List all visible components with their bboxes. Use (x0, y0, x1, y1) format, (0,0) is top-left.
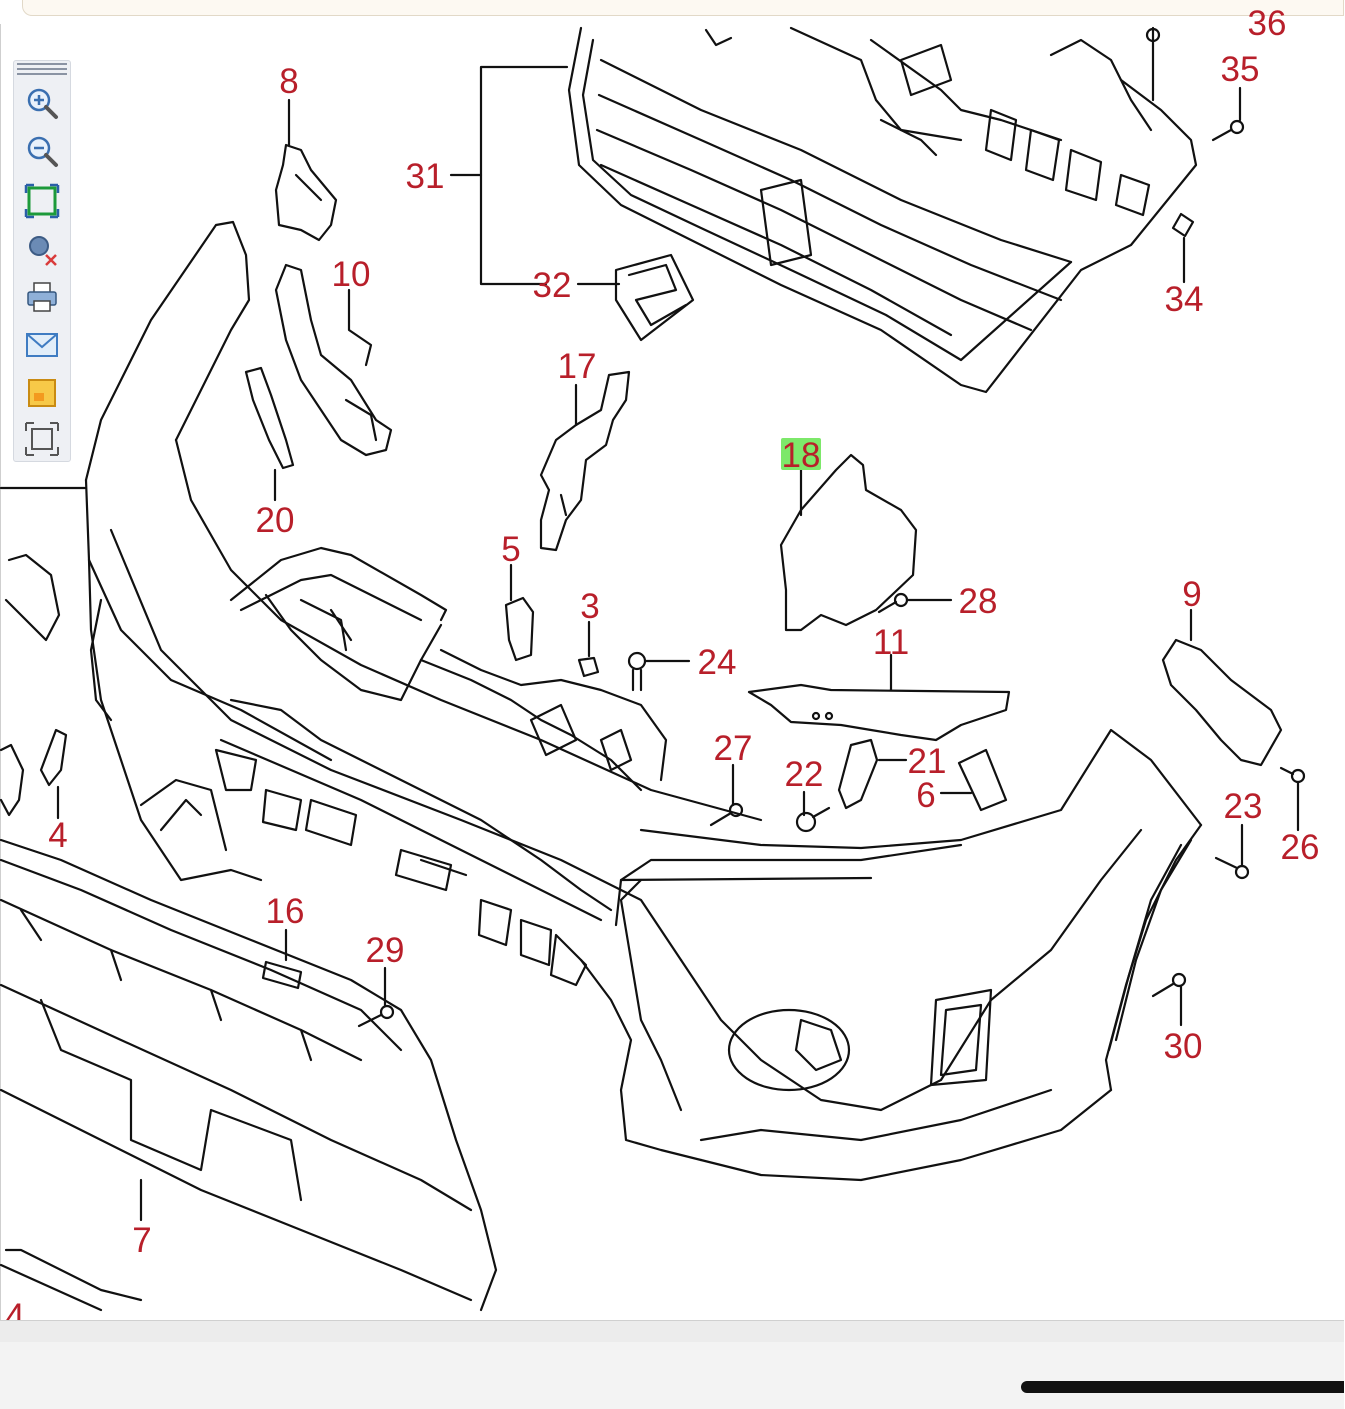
label-17[interactable]: 17 (558, 347, 597, 386)
label-23[interactable]: 23 (1224, 787, 1263, 826)
label-34[interactable]: 34 (1165, 280, 1204, 319)
label-31[interactable]: 31 (406, 157, 445, 196)
reinforcement-part (214, 546, 668, 987)
part-9 (1161, 608, 1283, 767)
label-21[interactable]: 21 (908, 742, 947, 781)
part-16 (261, 928, 303, 990)
bolt-22 (795, 790, 831, 833)
screw-26 (1279, 766, 1306, 832)
label-7[interactable]: 7 (132, 1221, 151, 1260)
toolbar-grip[interactable] (17, 63, 67, 75)
lower-grille-part (0, 838, 498, 1312)
zoom-out-icon[interactable] (24, 133, 60, 169)
label-11[interactable]: 11 (873, 623, 909, 662)
part-8 (274, 98, 338, 242)
top-bar (22, 0, 1344, 16)
grille-part (567, 26, 1198, 394)
part-3 (577, 620, 600, 678)
label-27[interactable]: 27 (714, 729, 753, 768)
label-4a[interactable]: 4 (48, 816, 67, 855)
print-icon[interactable] (24, 279, 60, 315)
label-18[interactable]: 18 (782, 436, 821, 475)
part-labels: 8 10 20 31 32 35 36 34 17 18 5 3 28 9 11… (5, 4, 1319, 1336)
label-10[interactable]: 10 (332, 255, 371, 294)
part-11 (747, 653, 1011, 742)
part-6 (939, 748, 1008, 812)
label-30[interactable]: 30 (1164, 1027, 1203, 1066)
label-29[interactable]: 29 (366, 931, 405, 970)
part-18 (779, 453, 918, 632)
label-36[interactable]: 36 (1248, 4, 1287, 43)
diagram-viewer[interactable]: 8 10 20 31 32 35 36 34 17 18 5 3 28 9 11… (0, 4, 1345, 1336)
bottom-area (0, 1342, 1344, 1409)
highlight-box (781, 438, 821, 470)
full-extent-icon[interactable] (24, 421, 60, 457)
part-20 (244, 366, 295, 502)
viewer-toolbar (13, 60, 71, 462)
bolt-24 (627, 651, 691, 692)
label-24[interactable]: 24 (698, 643, 737, 682)
screw-27 (709, 763, 744, 827)
clip-34 (1171, 212, 1195, 284)
note-icon[interactable] (24, 375, 60, 411)
label-9[interactable]: 9 (1182, 575, 1201, 614)
part-5 (504, 563, 535, 662)
home-indicator[interactable] (1021, 1381, 1344, 1393)
part-17 (539, 370, 631, 552)
left-fragments (0, 553, 68, 820)
label-22[interactable]: 22 (785, 755, 824, 794)
screw-30 (1151, 972, 1187, 1027)
label-28[interactable]: 28 (959, 582, 998, 621)
label-16[interactable]: 16 (266, 892, 305, 931)
zoom-in-icon[interactable] (24, 85, 60, 121)
fit-to-window-icon[interactable] (24, 183, 60, 219)
screw-23 (1214, 823, 1250, 880)
status-strip (0, 1320, 1344, 1343)
label-26[interactable]: 26 (1281, 828, 1320, 867)
screw-35 (1211, 86, 1245, 142)
email-icon[interactable] (24, 327, 60, 363)
label-6[interactable]: 6 (916, 776, 935, 815)
label-32[interactable]: 32 (533, 266, 572, 305)
clear-selection-icon[interactable] (24, 231, 60, 267)
screw-28 (877, 592, 953, 614)
emblem-part (576, 253, 695, 342)
label-3[interactable]: 3 (580, 587, 599, 626)
label-5[interactable]: 5 (501, 530, 520, 569)
screw-36 (1145, 26, 1161, 102)
bumper-part (84, 220, 1203, 1182)
label-35[interactable]: 35 (1221, 50, 1260, 89)
screw-29 (357, 966, 395, 1028)
label-20[interactable]: 20 (256, 501, 295, 540)
part-10 (274, 263, 393, 457)
parts-diagram[interactable]: 8 10 20 31 32 35 36 34 17 18 5 3 28 9 11… (0, 4, 1345, 1336)
label-8[interactable]: 8 (279, 62, 298, 101)
part-21 (837, 738, 908, 810)
